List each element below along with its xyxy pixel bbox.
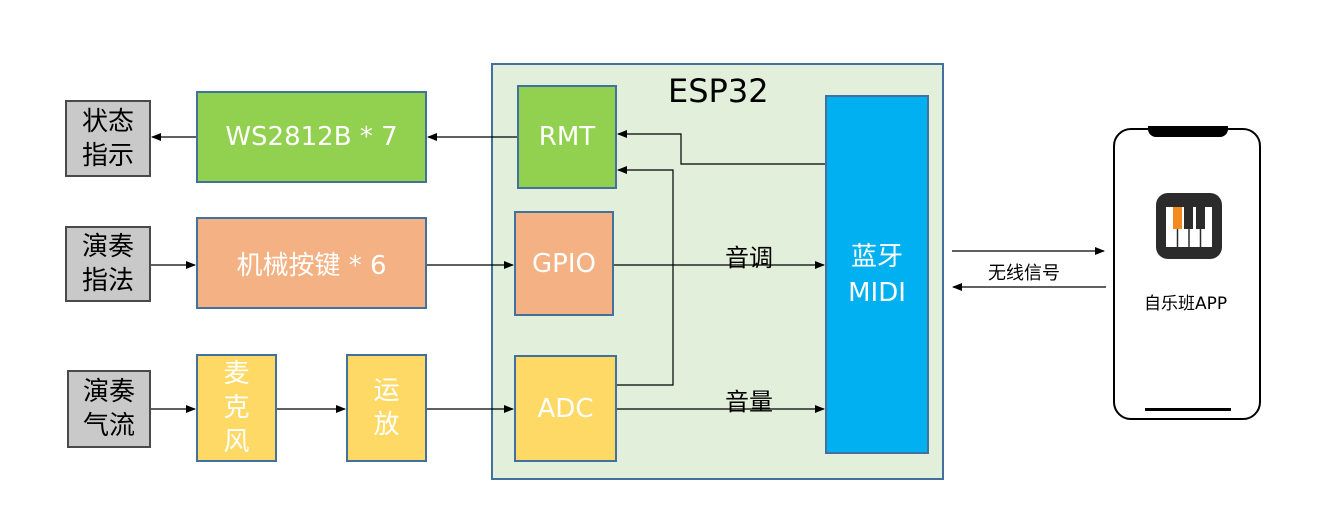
ble-midi-block: 蓝牙 MIDI [825,95,929,454]
fingering-box: 演奏 指法 [65,226,151,302]
arrow-midi-to-rmt [617,130,825,165]
microphone-block: 麦 克 风 [196,354,277,462]
op-amp-block: 运 放 [346,354,427,462]
app-name: 自乐班APP [1144,294,1228,314]
phone-frame [1113,128,1261,420]
rmt-block: RMT [517,85,617,189]
status-indicator-box: 状态 指示 [65,100,151,177]
pitch-label: 音调 [725,244,773,272]
airflow-box: 演奏 气流 [67,370,151,448]
ws2812b-block: WS2812B * 7 [196,91,427,183]
esp32-title: ESP32 [668,72,769,110]
mechanical-keys-block: 机械按键 * 6 [196,217,427,309]
volume-label: 音量 [725,388,773,416]
wireless-signal-label: 无线信号 [988,263,1060,284]
phone-home-indicator [1145,408,1231,411]
piano-app-icon[interactable] [1156,193,1222,259]
phone-notch [1148,126,1228,137]
gpio-block: GPIO [514,211,614,316]
arrow-adc-to-rmt [617,166,674,386]
adc-block: ADC [514,355,617,462]
